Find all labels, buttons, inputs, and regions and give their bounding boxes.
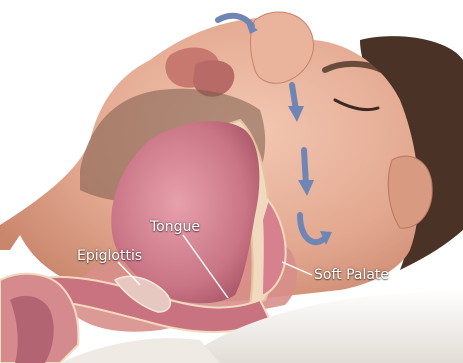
epiglottis-label: Epiglottis (77, 249, 142, 263)
tongue-label: Tongue (150, 220, 200, 234)
soft-palate-label: Soft Palate (314, 268, 389, 282)
airflow-arrow-icon (304, 150, 306, 185)
